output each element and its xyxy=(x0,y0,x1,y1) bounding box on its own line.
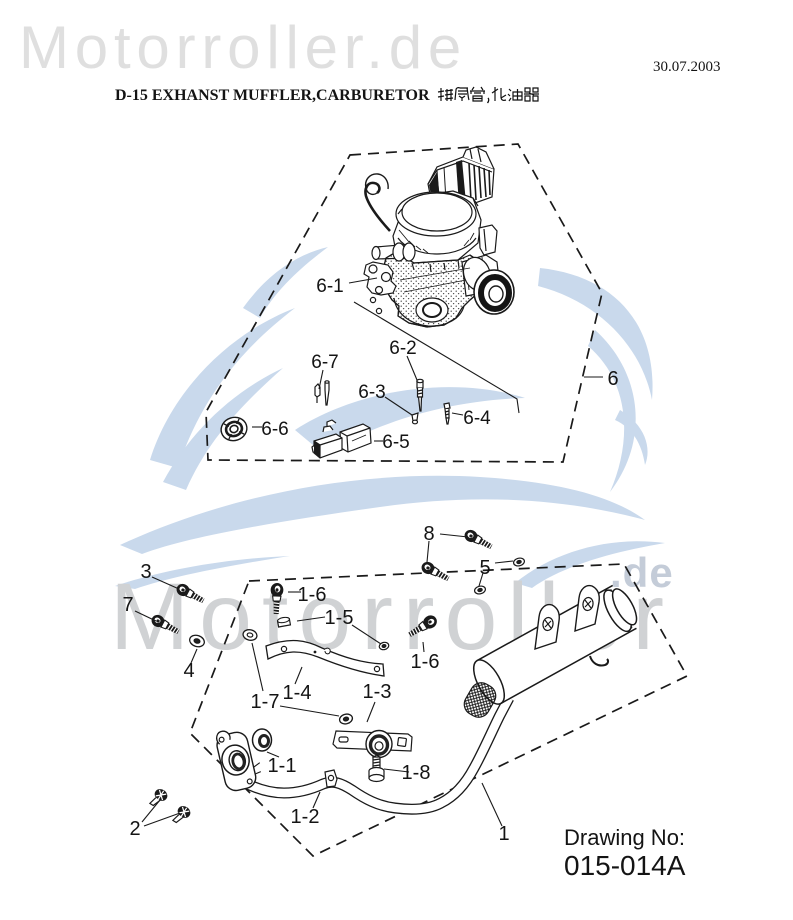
svg-text:1-3: 1-3 xyxy=(363,681,392,703)
svg-text:1-2: 1-2 xyxy=(291,806,320,828)
svg-text:Motorroller.de: Motorroller.de xyxy=(19,14,467,81)
svg-text:1-8: 1-8 xyxy=(402,762,431,784)
svg-text:6: 6 xyxy=(607,368,618,390)
svg-text:Drawing No:: Drawing No: xyxy=(564,825,685,850)
svg-text:8: 8 xyxy=(423,523,434,545)
svg-text:D-15 EXHANST MUFFLER,CARBURETO: D-15 EXHANST MUFFLER,CARBURETOR xyxy=(115,87,430,104)
svg-text:1-4: 1-4 xyxy=(283,682,312,704)
svg-text:30.07.2003: 30.07.2003 xyxy=(653,59,721,75)
svg-text:7: 7 xyxy=(122,594,133,616)
svg-text:1-7: 1-7 xyxy=(251,691,280,713)
svg-text:6-5: 6-5 xyxy=(382,432,409,453)
svg-text:3: 3 xyxy=(140,561,151,583)
svg-text:6-7: 6-7 xyxy=(311,352,338,373)
svg-text:1-6: 1-6 xyxy=(298,584,327,606)
svg-text:6-4: 6-4 xyxy=(463,408,491,429)
svg-text:1: 1 xyxy=(498,823,509,845)
svg-text:6-2: 6-2 xyxy=(389,338,416,359)
svg-text:1-6: 1-6 xyxy=(411,651,440,673)
svg-text:1-1: 1-1 xyxy=(268,755,297,777)
svg-text:4: 4 xyxy=(183,660,194,682)
svg-text:015-014A: 015-014A xyxy=(564,850,686,881)
svg-text:6-1: 6-1 xyxy=(316,276,343,297)
svg-text:5: 5 xyxy=(479,557,490,579)
svg-text:1-5: 1-5 xyxy=(325,607,354,629)
svg-text:.de: .de xyxy=(610,549,674,596)
svg-text:6-6: 6-6 xyxy=(261,419,288,440)
svg-text:6-3: 6-3 xyxy=(358,382,385,403)
svg-text:2: 2 xyxy=(129,818,140,840)
